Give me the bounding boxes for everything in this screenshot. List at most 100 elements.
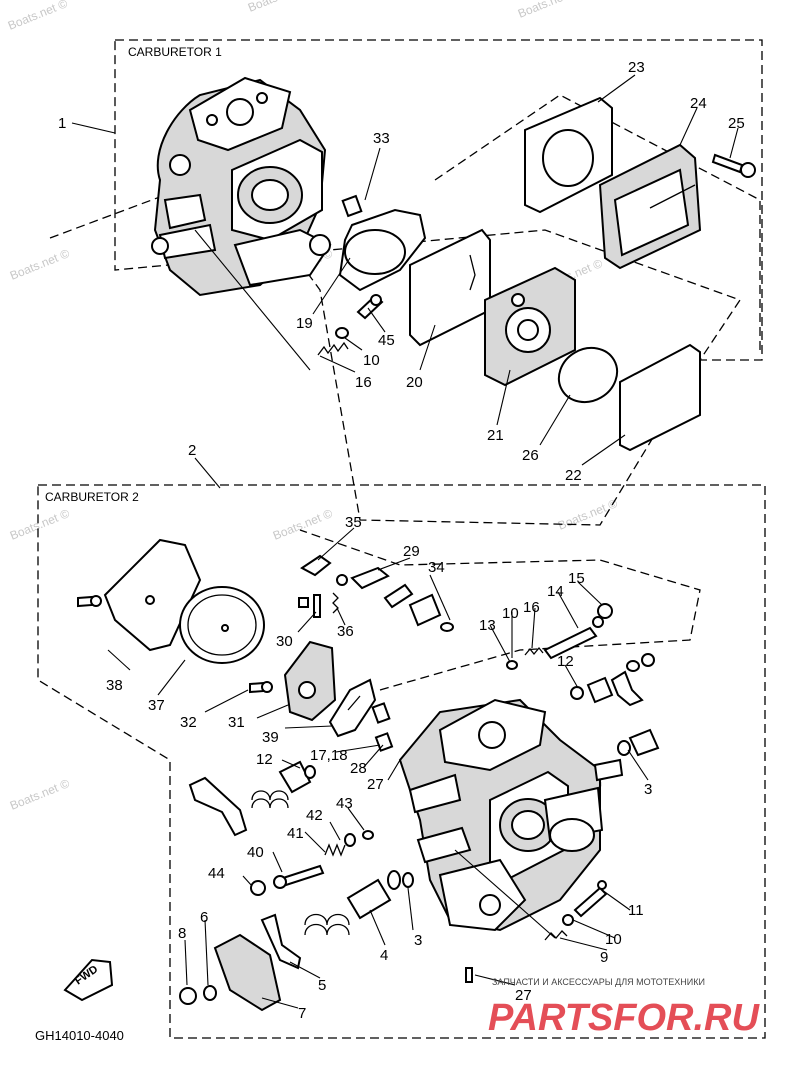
fwd-arrow: FWD <box>63 958 114 1002</box>
part-23-gasket <box>524 96 613 214</box>
part-37-diaphragm <box>179 586 265 664</box>
part-28-jet <box>374 732 394 752</box>
part-30-pin <box>298 594 321 618</box>
part-10-o-ring-c <box>562 914 574 926</box>
carburetor-1-group: CARBURETOR 1 <box>49 39 763 526</box>
part-7-cam <box>213 933 282 1012</box>
part-26-diaphragm <box>557 346 619 404</box>
part-22-plate <box>619 343 701 452</box>
part-5-lever <box>260 913 302 970</box>
part-33-jet <box>341 194 363 218</box>
part-11-screw <box>573 880 608 918</box>
part-10-o-ring-b <box>506 660 518 670</box>
part-43-o-ring <box>362 830 374 840</box>
callout-44: 44 <box>208 865 225 882</box>
carburetor-2-body <box>398 698 604 932</box>
part-12-bushing-b <box>278 760 316 794</box>
callout-10b: 10 <box>502 605 519 622</box>
watermark: Boats.net © <box>8 776 72 813</box>
part-39-gasket <box>328 678 377 738</box>
callout-36: 36 <box>337 623 354 640</box>
part-14-needle <box>543 616 604 660</box>
brand-logo-text: PARTSFOR.RU <box>488 997 760 1039</box>
callout-32: 32 <box>180 714 197 731</box>
watermark: Boats.net © <box>8 246 72 283</box>
part-lever-left <box>188 776 248 837</box>
part-38-screw <box>77 595 102 608</box>
carburetor-1-body <box>151 76 332 297</box>
part-21-pump-body <box>484 266 576 387</box>
watermark: Boats.net © <box>556 496 620 533</box>
callout-6: 6 <box>200 909 208 926</box>
part-3-bushing-b <box>402 872 414 888</box>
part-16-spring-b <box>524 646 544 656</box>
brand-logo: ЗАПЧАСТИ И АКСЕССУАРЫ ДЛЯ МОТОТЕХНИКИ PA… <box>488 977 760 1039</box>
callout-12b: 12 <box>256 751 273 768</box>
callout-39: 39 <box>262 729 279 746</box>
callout-3b: 3 <box>414 932 422 949</box>
callout-45: 45 <box>378 332 395 349</box>
callout-22: 22 <box>565 467 582 484</box>
part-25-bolt <box>711 153 756 178</box>
callout-4: 4 <box>380 947 388 964</box>
callout-28: 28 <box>350 760 367 777</box>
part-lever-right <box>610 653 655 707</box>
part-41-washer <box>344 833 356 847</box>
callout-31: 31 <box>228 714 245 731</box>
callout-38: 38 <box>106 677 123 694</box>
part-35-clip <box>300 554 332 577</box>
callout-41: 41 <box>287 825 304 842</box>
carburetor-1-gasket-outline <box>434 94 761 350</box>
part-12-bushing-a <box>570 676 614 704</box>
callout-25: 25 <box>728 115 745 132</box>
drawing-code: GH14010-4040 <box>35 1028 124 1043</box>
callout-27a: 27 <box>367 776 384 793</box>
callout-43: 43 <box>336 795 353 812</box>
callout-24: 24 <box>690 95 707 112</box>
part-24-cover <box>598 143 702 270</box>
watermark: Boats.net © <box>516 0 580 21</box>
callout-13: 13 <box>479 617 496 634</box>
callout-40: 40 <box>247 844 264 861</box>
callout-1: 1 <box>58 115 66 132</box>
part-3-bushing-a <box>617 728 660 757</box>
part-19-diaphragm <box>338 208 427 292</box>
callout-2: 2 <box>188 442 196 459</box>
callout-5: 5 <box>318 977 326 994</box>
part-4-shaft <box>346 870 401 920</box>
callout-34: 34 <box>428 559 445 576</box>
callout-3a: 3 <box>644 781 652 798</box>
carburetor-1-title: CARBURETOR 1 <box>128 45 222 59</box>
callout-17-18: 17,18 <box>310 747 348 764</box>
watermark: Boats.net © <box>8 506 72 543</box>
callout-27b: 27 <box>515 987 532 1004</box>
part-return-spring-b <box>304 913 350 936</box>
callout-30: 30 <box>276 633 293 650</box>
part-15-nut <box>597 603 613 619</box>
part-34-valve <box>383 583 454 632</box>
callout-10a: 10 <box>363 352 380 369</box>
part-8-nut <box>179 987 197 1005</box>
callout-10c: 10 <box>605 931 622 948</box>
part-9-spring <box>544 930 568 941</box>
callout-20: 20 <box>406 374 423 391</box>
callout-labels: 1 2 33 19 45 10 16 20 21 26 22 23 24 25 … <box>58 59 745 1022</box>
callout-9: 9 <box>600 949 608 966</box>
brand-tagline: ЗАПЧАСТИ И АКСЕССУАРЫ ДЛЯ МОТОТЕХНИКИ <box>492 977 705 987</box>
part-31-pump-piece <box>283 640 337 722</box>
leader-lines <box>71 74 739 1009</box>
part-29-plate <box>336 566 390 590</box>
part-32-screw <box>249 681 273 694</box>
part-42-spring <box>324 843 346 857</box>
part-pilot-jet <box>371 702 391 724</box>
callout-37: 37 <box>148 697 165 714</box>
part-6-washer <box>203 985 217 1001</box>
callout-26: 26 <box>522 447 539 464</box>
part-fitting-right <box>593 758 624 782</box>
callout-42: 42 <box>306 807 323 824</box>
callout-12a: 12 <box>557 653 574 670</box>
part-27-plug <box>465 967 473 983</box>
watermark: Boats.net © <box>6 0 70 33</box>
callout-16a: 16 <box>355 374 372 391</box>
part-44-nut <box>250 880 266 896</box>
